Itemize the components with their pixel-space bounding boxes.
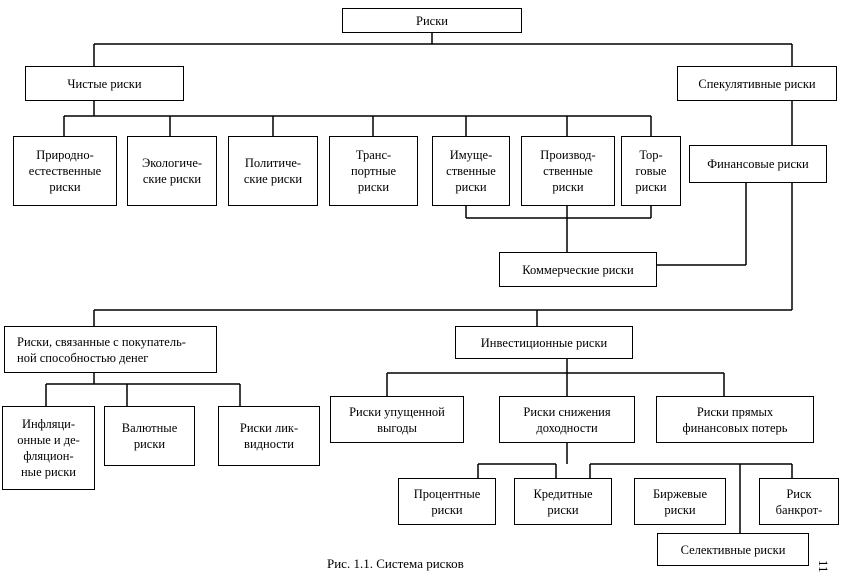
page-number: 11 xyxy=(816,560,831,573)
node-purchasing-power-risks: Риски, связанные с покупатель- ной спосо… xyxy=(4,326,217,373)
node-financial-risks: Финансовые риски xyxy=(689,145,827,183)
node-credit-risks: Кредитные риски xyxy=(514,478,612,525)
node-ecological-risks: Экологиче- ские риски xyxy=(127,136,217,206)
figure-caption: Рис. 1.1. Система рисков xyxy=(327,556,464,571)
node-property-risks: Имуще- ственные риски xyxy=(432,136,510,206)
node-trade-risks: Тор- говые риски xyxy=(621,136,681,206)
node-natural-risks: Природно- естественные риски xyxy=(13,136,117,206)
node-production-risks: Производ- ственные риски xyxy=(521,136,615,206)
node-political-risks: Политиче- ские риски xyxy=(228,136,318,206)
node-interest-risks: Процентные риски xyxy=(398,478,496,525)
node-risks: Риски xyxy=(342,8,522,33)
node-bankruptcy-risk: Риск банкрот- xyxy=(759,478,839,525)
node-pure-risks: Чистые риски xyxy=(25,66,184,101)
node-direct-losses-risks: Риски прямых финансовых потерь xyxy=(656,396,814,443)
node-lost-profit-risks: Риски упущенной выгоды xyxy=(330,396,464,443)
node-transport-risks: Транс- портные риски xyxy=(329,136,418,206)
node-liquidity-risks: Риски лик- видности xyxy=(218,406,320,466)
node-inflation-risks: Инфляци- онные и де- фляцион- ные риски xyxy=(2,406,95,490)
node-yield-decline-risks: Риски снижения доходности xyxy=(499,396,635,443)
node-commercial-risks: Коммерческие риски xyxy=(499,252,657,287)
node-investment-risks: Инвестиционные риски xyxy=(455,326,633,359)
node-speculative-risks: Спекулятивные риски xyxy=(677,66,837,101)
node-currency-risks: Валютные риски xyxy=(104,406,195,466)
node-selective-risks: Селективные риски xyxy=(657,533,809,566)
node-exchange-risks: Биржевые риски xyxy=(634,478,726,525)
